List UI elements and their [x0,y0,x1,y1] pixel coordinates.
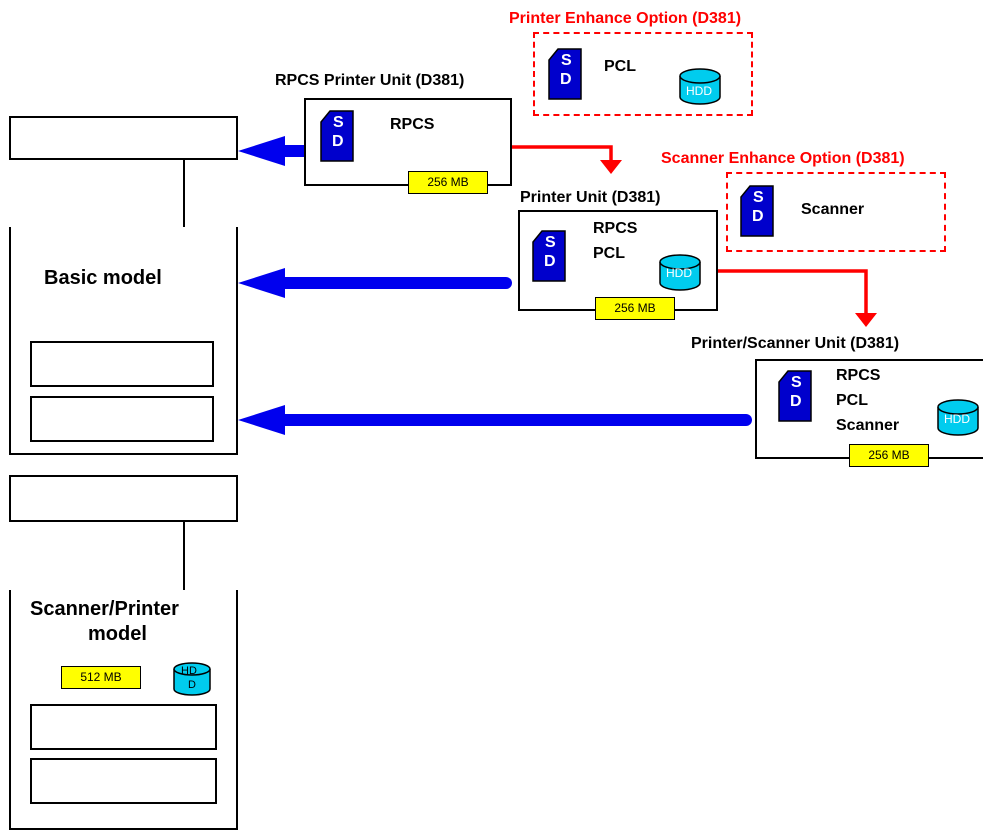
sp-model-title: Scanner/Printer [30,598,179,620]
hdd-label: HDD [944,412,970,426]
memory-badge: 256 MB [849,444,929,467]
sd-card-icon [740,185,774,237]
install-arrow-printer [238,268,512,298]
hdd-icon [679,68,721,105]
hdd-label: HD [181,665,197,677]
sd-label: S [333,114,344,131]
unit-item: RPCS [836,367,881,384]
unit-title: Printer/Scanner Unit (D381) [691,335,900,352]
upgrade-arrow-rpcs-to-printer [512,145,622,174]
basic-model-tray-2 [30,396,214,442]
memory-badge: 256 MB [595,297,675,320]
unit-item: Scanner [836,417,900,434]
basic-model-tray-1 [30,341,214,387]
sd-label: S [545,234,556,251]
option-title: Printer Enhance Option (D381) [509,10,742,27]
sd-label: D [332,133,344,150]
hdd-label: HDD [666,266,692,280]
unit-item: RPCS [390,116,435,133]
unit-title: RPCS Printer Unit (D381) [275,72,465,89]
basic-model-connector-line [183,159,185,229]
sd-label: D [560,71,572,88]
option-box [726,172,946,252]
unit-item: PCL [593,245,625,262]
install-arrow-printer-scanner [238,405,752,435]
sd-card-icon [320,110,354,162]
hdd-label: D [188,679,196,691]
install-arrow-rpcs [238,136,305,166]
option-item: Scanner [801,201,865,218]
unit-title: Printer Unit (D381) [520,189,661,206]
sp-model-tray-2 [30,758,217,804]
sd-card-icon [778,370,812,422]
sd-label: D [544,253,556,270]
option-title: Scanner Enhance Option (D381) [661,150,905,167]
basic-model-top-panel [9,116,238,160]
sd-label: D [790,393,802,410]
hdd-icon [659,254,701,291]
upgrade-arrow-printer-to-printer-scanner [718,269,877,327]
basic-model-title: Basic model [44,267,162,289]
sd-card-icon [532,230,566,282]
option-box [533,32,753,116]
sd-label: S [561,52,572,69]
sp-model-tray-1 [30,704,217,750]
sd-label: S [791,374,802,391]
option-item: PCL [604,58,636,75]
sp-model-connector-line [183,521,185,592]
unit-item: PCL [836,392,868,409]
memory-badge: 512 MB [61,666,141,689]
sd-card-icon [548,48,582,100]
sp-model-top-panel [9,475,238,522]
hdd-icon [937,399,979,436]
sp-model-title: model [88,623,147,645]
unit-item: RPCS [593,220,638,237]
sd-label: S [753,189,764,206]
hdd-label: HDD [686,84,712,98]
hdd-icon [173,662,211,696]
sd-label: D [752,208,764,225]
memory-badge: 256 MB [408,171,488,194]
